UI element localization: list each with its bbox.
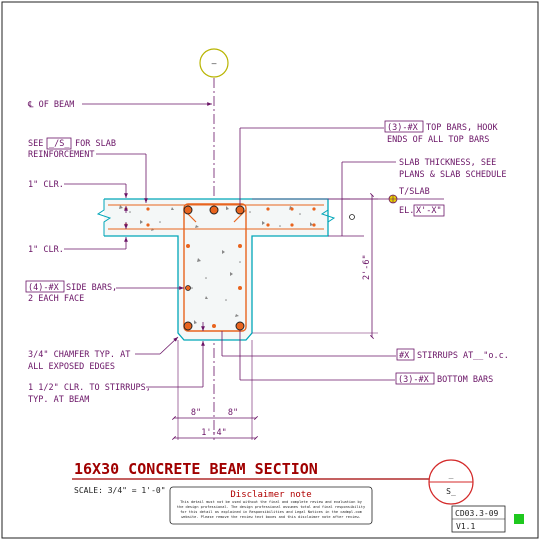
svg-text:EL.: EL. [399,206,414,216]
bottom-bars-callout: (3)-#X BOTTOM BARS [239,330,493,385]
grid-bubble: — [199,48,229,78]
top-bars-callout: (3)-#X TOP BARS, HOOK ENDS OF ALL TOP BA… [239,120,499,205]
svg-text:website. Please remove the rev: website. Please remove the review text b… [181,515,361,519]
svg-text:TYP. AT BEAM: TYP. AT BEAM [28,395,89,405]
svg-text:the design professional. The d: the design professional. The design prof… [177,505,366,509]
svg-text:T/SLAB: T/SLAB [399,187,430,197]
svg-text:ALL EXPOSED EDGES: ALL EXPOSED EDGES [28,362,115,372]
svg-text:ENDS OF ALL TOP BARS: ENDS OF ALL TOP BARS [387,135,489,145]
svg-text:(3)-#X: (3)-#X [398,375,430,385]
svg-text:This detail must not be used w: This detail must not be used without the… [180,500,363,504]
svg-text:TOP BARS, HOOK: TOP BARS, HOOK [426,123,499,133]
svg-text:1'-4": 1'-4" [201,428,227,438]
svg-text:2 EACH FACE: 2 EACH FACE [28,294,84,304]
svg-text:BOTTOM BARS: BOTTOM BARS [437,375,493,385]
slab-thickness-callout: SLAB THICKNESS, SEE PLANS & SLAB SCHEDUL… [328,158,506,237]
svg-text:SIDE BARS,: SIDE BARS, [66,283,117,293]
svg-text:(4)-#X: (4)-#X [28,283,60,293]
svg-text:__"o.c.: __"o.c. [473,351,509,361]
svg-text:S_: S_ [446,487,456,496]
svg-text:1" CLR.: 1" CLR. [28,180,64,190]
chamfer-callout: 3/4" CHAMFER TYP. AT ALL EXPOSED EDGES [28,336,179,372]
svg-text:8": 8" [228,408,238,418]
svg-text:X'-X": X'-X" [416,206,442,216]
svg-text:REINFORCEMENT: REINFORCEMENT [28,150,95,160]
slab-reinforcement [108,204,324,230]
svg-text:for this detail as explained i: for this detail as explained in Responsi… [180,510,362,514]
section-bubble: _ S_ [428,459,474,505]
bottom-bars [183,321,245,331]
svg-text:SEE: SEE [28,139,43,149]
stirrup [183,203,247,332]
side-bars [185,244,242,291]
svg-text:FOR SLAB: FOR SLAB [75,139,116,149]
stirrups-callout: #X STIRRUPS AT __"o.c. [221,331,509,361]
detail-id-box: CD03.3-09 V1.1 [451,505,506,533]
svg-text:Disclaimer note: Disclaimer note [230,490,311,500]
svg-text:2'-6": 2'-6" [362,254,372,280]
stirrup-clear-callout: 1 1/2" CLR. TO STIRRUPS, TYP. AT BEAM [28,322,205,405]
svg-text:V1.1: V1.1 [456,522,475,531]
detail-title: 16X30 CONCRETE BEAM SECTION [74,460,318,478]
slab-reinforcement-callout: SEE _/S_ FOR SLAB REINFORCEMENT [28,137,148,203]
svg-text:SLAB THICKNESS, SEE: SLAB THICKNESS, SEE [399,158,496,168]
width-dimensions: 8" 8" 1'-4" [172,340,258,440]
side-bars-callout: (4)-#X SIDE BARS, 2 EACH FACE [25,280,184,304]
top-bars [183,205,245,215]
detail-scale: SCALE: 3/4" = 1'-0" [74,486,166,495]
svg-text:CD03.3-09: CD03.3-09 [455,509,499,518]
disclaimer-note: Disclaimer note This detail must not be … [169,486,373,525]
bottom-clear-callout: 1" CLR. [28,222,128,255]
svg-text:8": 8" [191,408,201,418]
depth-dimension: 2'-6" [252,193,378,339]
svg-text:STIRRUPS AT: STIRRUPS AT [417,351,473,361]
tslab-elevation: T/SLAB EL. X'-X" [328,187,445,217]
centerline-label: ℄ OF BEAM [27,100,212,110]
svg-text:_: _ [449,470,454,479]
top-clear-callout: 1" CLR. [28,180,128,213]
svg-text:(3)-#X: (3)-#X [387,123,419,133]
svg-text:PLANS & SLAB SCHEDULE: PLANS & SLAB SCHEDULE [399,170,506,180]
svg-text:3/4" CHAMFER TYP. AT: 3/4" CHAMFER TYP. AT [28,350,130,360]
svg-text:℄ OF BEAM: ℄ OF BEAM [27,100,74,110]
svg-text:1 1/2" CLR. TO STIRRUPS,: 1 1/2" CLR. TO STIRRUPS, [28,383,151,393]
svg-text:#X: #X [399,351,410,361]
status-indicator [514,514,524,524]
svg-text:—: — [212,59,217,68]
svg-text:_/S_: _/S_ [49,139,70,149]
svg-text:1" CLR.: 1" CLR. [28,245,64,255]
concrete-section [96,198,336,341]
